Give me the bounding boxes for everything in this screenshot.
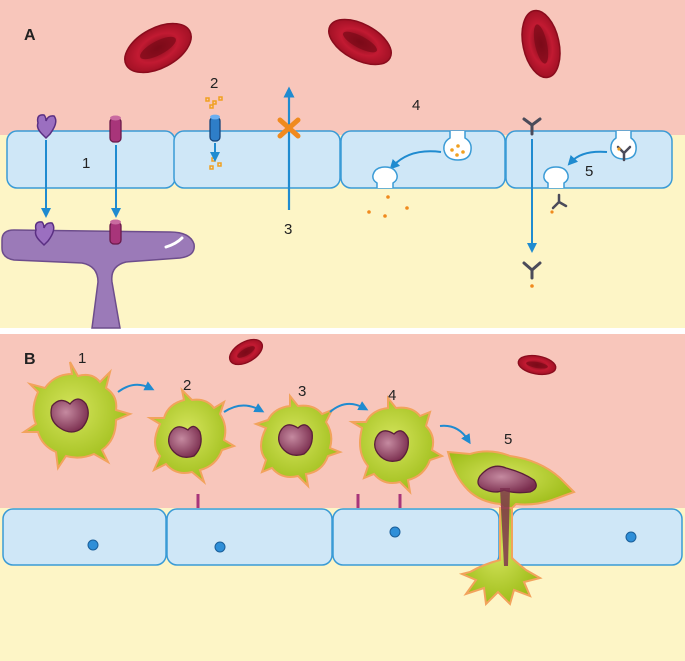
endothelial-cell <box>511 508 683 566</box>
leukocyte-icon <box>146 386 237 486</box>
step-label-a3: 3 <box>284 221 292 238</box>
step-label-b4: 4 <box>388 387 396 404</box>
pericyte-foot <box>1 229 195 329</box>
leukocyte-icon <box>20 361 133 471</box>
vesicle-icon <box>543 166 569 188</box>
receptor-icon <box>34 221 55 247</box>
vesicle-icon <box>372 166 398 188</box>
endothelial-cell <box>340 130 506 189</box>
antibody-icon <box>551 193 568 210</box>
panel-label-b: B <box>24 351 36 368</box>
step-label-b5: 5 <box>504 431 512 448</box>
vesicle-icon <box>443 131 472 161</box>
antibody-icon <box>522 117 542 136</box>
panel-label-a: A <box>24 27 36 44</box>
released-molecules <box>367 195 409 218</box>
transporter-icon <box>109 219 122 245</box>
endothelial-cell <box>173 130 341 189</box>
endothelial-cell <box>166 508 333 566</box>
red-blood-cell-icon <box>517 354 557 376</box>
red-blood-cell-icon <box>521 9 561 79</box>
step-label-a2: 2 <box>210 75 218 92</box>
leukocyte-icon <box>348 395 445 495</box>
step-label-b2: 2 <box>183 377 191 394</box>
red-blood-cell-icon <box>228 338 264 366</box>
tight-junction-icon <box>277 117 301 139</box>
step-label-a1: 1 <box>82 155 90 172</box>
leukocyte-icon <box>253 393 343 489</box>
leukocyte-icon <box>446 450 576 607</box>
step-label-a4: 4 <box>412 97 420 114</box>
endothelial-cell <box>2 508 167 566</box>
step-label-a5: 5 <box>585 163 593 180</box>
endothelial-cell <box>332 508 500 566</box>
endothelial-cell <box>6 130 176 189</box>
panel-a: A 1 <box>0 0 685 329</box>
red-blood-cell-icon <box>328 18 392 66</box>
transporter-icon <box>109 115 122 143</box>
antibody-icon <box>522 261 542 280</box>
red-blood-cell-icon <box>124 22 192 74</box>
transporter-icon <box>209 114 221 142</box>
receptor-icon <box>36 114 57 140</box>
step-label-b3: 3 <box>298 383 306 400</box>
step-label-b1: 1 <box>78 350 86 367</box>
panel-b: B 1 2 3 <box>0 334 685 661</box>
nucleus-icon <box>87 526 637 553</box>
